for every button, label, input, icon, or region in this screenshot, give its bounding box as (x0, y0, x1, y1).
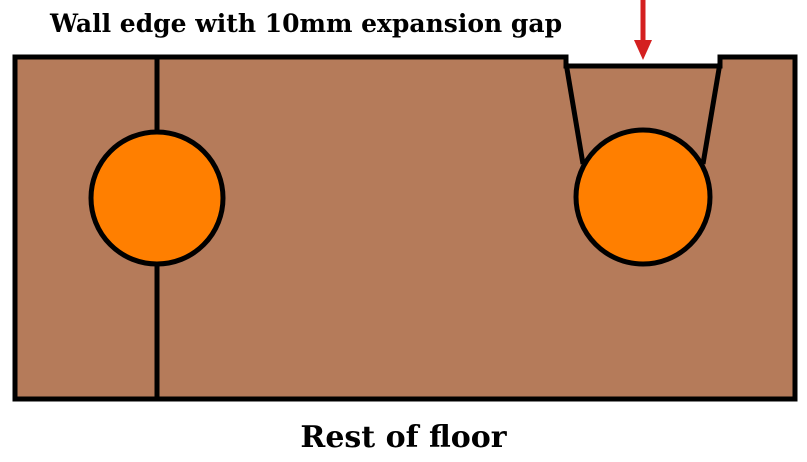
pipe-right (573, 127, 713, 267)
arrow-head (634, 40, 652, 60)
cutout-edge-left (563, 62, 586, 165)
cutout-edge-right (700, 62, 723, 165)
pipe-left (88, 129, 226, 267)
rest-of-floor-label: Rest of floor (300, 420, 507, 455)
wall-edge-label: Wall edge with 10mm expansion gap (50, 9, 563, 38)
